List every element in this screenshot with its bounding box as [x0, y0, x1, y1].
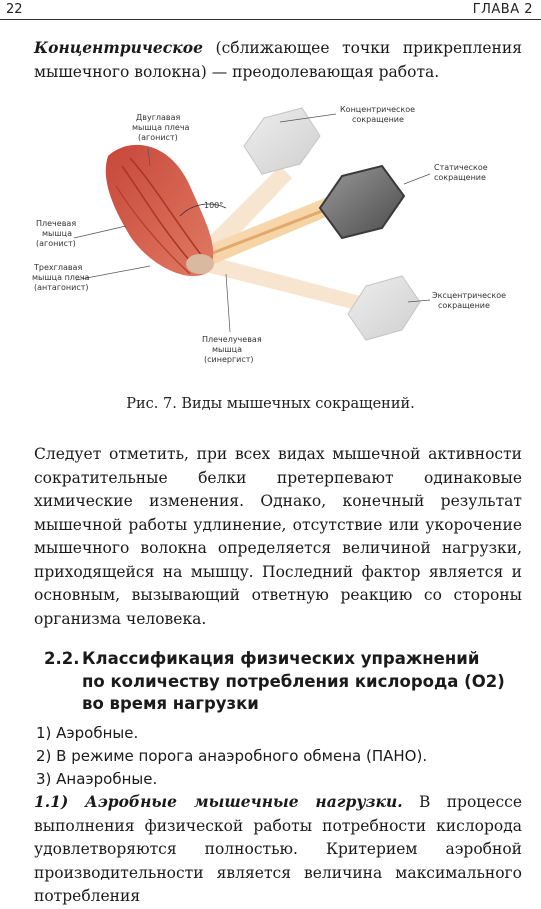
weight-static [318, 164, 406, 240]
label-triceps-1: Трехглавая [33, 263, 82, 272]
angle-label: 100° [204, 201, 223, 210]
header-rule [0, 19, 541, 20]
forearm-eccentric [206, 256, 360, 310]
list-item: 1) Аэробные. [36, 724, 139, 742]
label-static-2: сокращение [434, 173, 486, 182]
section-heading: 2.2.Классификация физических упражнений … [44, 648, 514, 716]
subsection-term: 1.1) Аэробные мышечные нагрузки. [34, 792, 403, 811]
section-title-line3: во время нагрузки [82, 694, 259, 713]
leader-triceps [75, 265, 151, 281]
page-number: 22 [6, 2, 23, 17]
exercise-list: 1) Аэробные. 2) В режиме порога анаэробн… [36, 722, 427, 791]
list-item: 2) В режиме порога анаэробного обмена (П… [36, 747, 428, 765]
label-triceps-2: мышца плеча [32, 273, 90, 282]
leader-brachioradialis [225, 273, 231, 333]
subsection-paragraph: 1.1) Аэробные мышечные нагрузки. В проце… [34, 790, 522, 909]
label-biceps-2: мышца плеча [132, 123, 190, 132]
figure-illustration: 100° Двуглавая мышца плеча (агонист) Пле… [32, 105, 506, 364]
angle-arc [179, 203, 227, 217]
label-biceps-3: (агонист) [138, 133, 178, 142]
forearm-tendon [209, 206, 331, 256]
muscle-fiber-3 [115, 185, 191, 275]
intro-term: Концентрическое [34, 38, 203, 57]
leader-biceps [147, 147, 151, 167]
label-brachioradialis-1: Плечелучевая [202, 335, 262, 344]
biceps-muscle [105, 144, 214, 277]
label-eccentric-2: сокращение [438, 301, 490, 310]
muscle-fiber-2 [129, 157, 203, 257]
chapter-title: ГЛАВА 2 [472, 2, 533, 17]
label-static-1: Статическое [434, 163, 488, 172]
section-title-line1: Классификация физических упражнений [82, 649, 480, 668]
leader-concentric [279, 113, 337, 123]
leader-static [403, 173, 431, 185]
elbow-joint [186, 254, 214, 274]
label-brachialis-1: Плечевая [36, 219, 76, 228]
label-brachioradialis-2: мышца [212, 345, 242, 354]
weight-concentric [243, 107, 321, 175]
leader-eccentric [407, 299, 431, 303]
label-brachialis-2: мышца [42, 229, 72, 238]
figure-caption: Рис. 7. Виды мышечных сокращений. [126, 396, 415, 412]
label-biceps-1: Двуглавая [136, 113, 181, 122]
forearm-concentric [200, 166, 292, 258]
section-number: 2.2. [44, 649, 80, 668]
intro-text: (сближающее точки прикрепления мышечного… [34, 39, 522, 81]
section-title-line2: по количеству потребления кислорода (О2) [82, 671, 505, 691]
label-eccentric-1: Эксцентрическое [432, 291, 506, 300]
label-brachialis-3: (агонист) [36, 239, 76, 248]
muscle-contraction-figure: 100° Двуглавая мышца плеча (агонист) Пле… [30, 96, 510, 384]
intro-paragraph: Концентрическое (сближающее точки прикре… [34, 36, 522, 84]
label-triceps-3: (антагонист) [34, 283, 89, 292]
label-concentric-1: Концентрическое [340, 105, 415, 114]
page-header: 22 ГЛАВА 2 [0, 0, 541, 20]
label-brachioradialis-3: (синергист) [204, 355, 254, 364]
muscle-fiber-1 [121, 165, 191, 262]
main-paragraph: Следует отметить, при всех видах мышечно… [34, 445, 522, 628]
leader-brachialis [73, 225, 127, 239]
label-concentric-2: сокращение [352, 115, 404, 124]
weight-eccentric [347, 275, 421, 341]
list-item: 3) Анаэробные. [36, 770, 158, 788]
